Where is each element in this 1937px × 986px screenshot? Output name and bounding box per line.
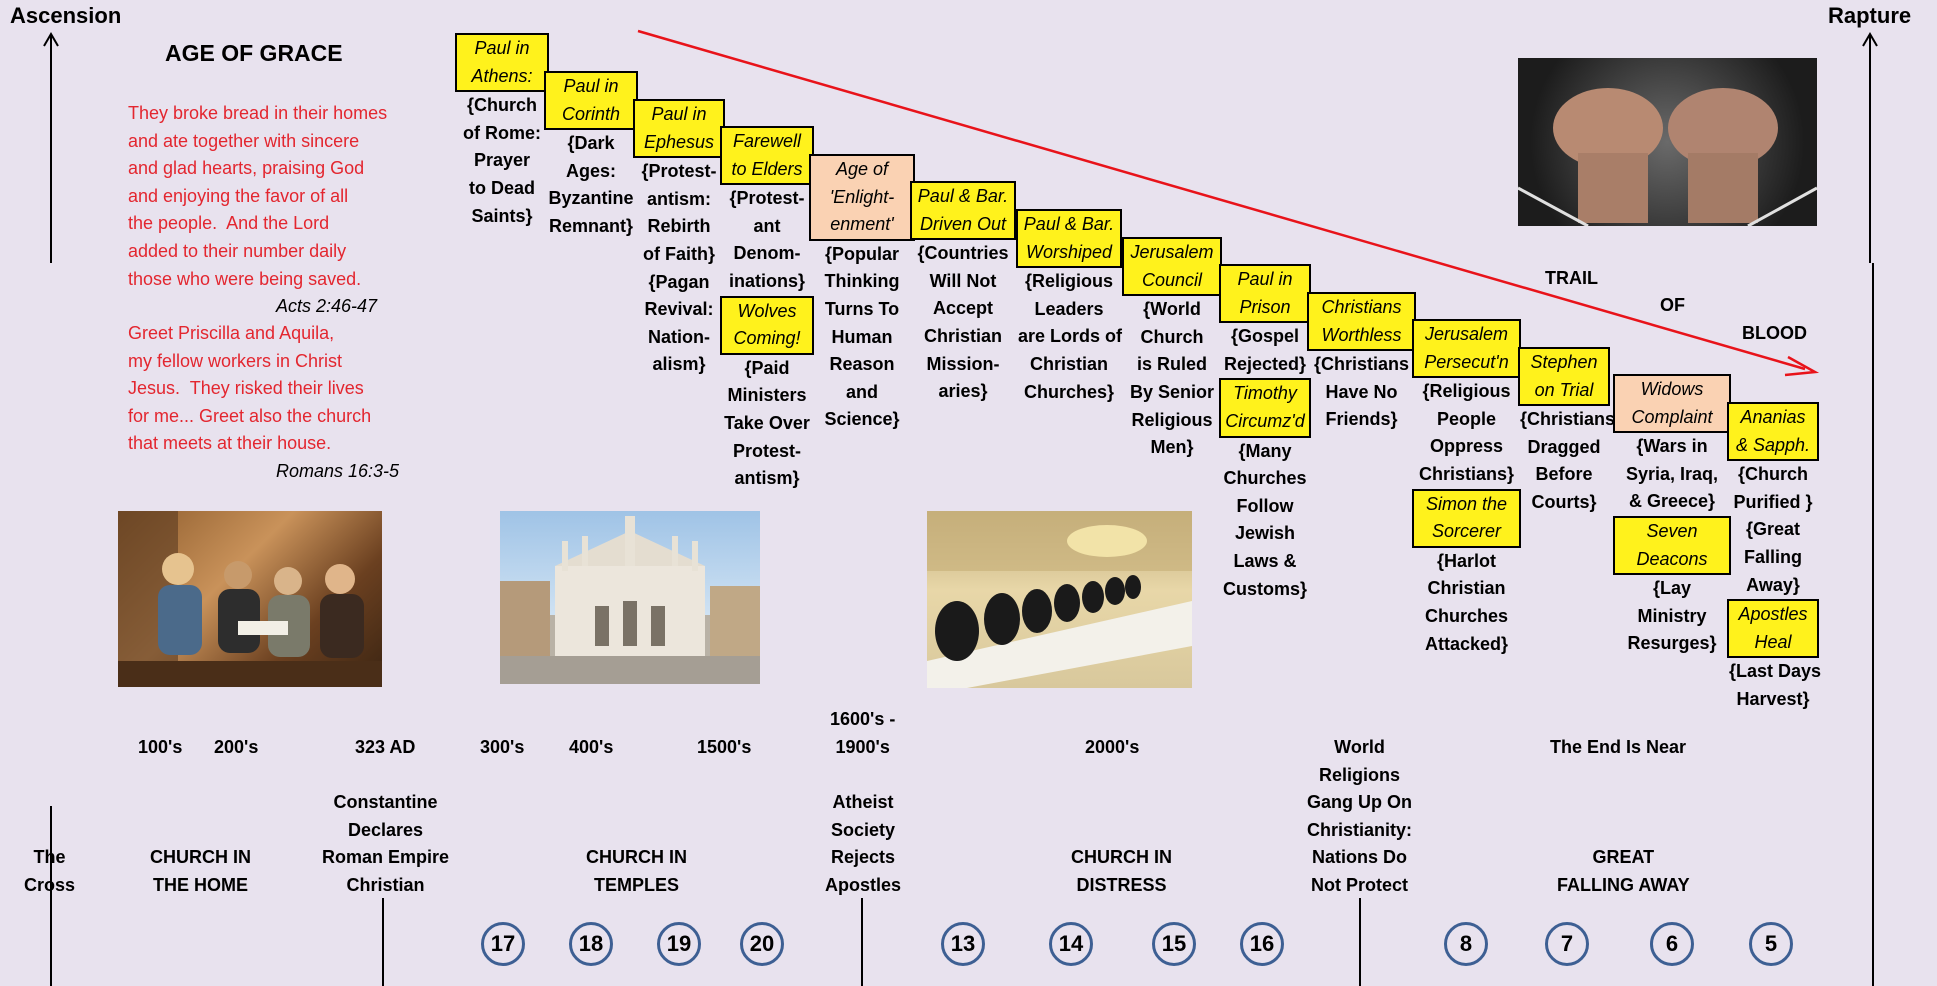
church-leaders-photo [927, 511, 1192, 688]
acts-reference: Acts 2:46-47 [276, 296, 378, 316]
era-column: Paul & Bar. Driven Out{Countries Will No… [910, 181, 1016, 406]
era-description: {Wars in Syria, Iraq, & Greece} [1625, 436, 1719, 512]
romans-reference: Romans 16:3-5 [276, 461, 400, 481]
trail-word-1: TRAIL [1545, 268, 1598, 288]
date-1600s-1900s: 1600's - 1900's [830, 709, 896, 757]
era-description: {Religious People Oppress Christians} [1418, 381, 1515, 484]
era-column: Jerusalem Council{World Church is Ruled … [1122, 237, 1222, 462]
era-description: {Christians Have No Friends} [1313, 354, 1410, 430]
page-title: AGE OF GRACE [165, 40, 343, 66]
trail-word-2: OF [1660, 295, 1685, 315]
era-column: Stephen on Trial{Christians Dragged Befo… [1518, 347, 1616, 517]
date-100s: 100's [138, 737, 183, 757]
event-box: Farewell to Elders [720, 126, 814, 186]
event-box: Paul in Ephesus [633, 99, 725, 159]
world-religions-note: World Religions Gang Up On Christianity:… [1307, 737, 1413, 895]
era-column: Age of 'Enlight- enment'{Popular Thinkin… [809, 154, 915, 434]
era-column: Christians Worthless{Christians Have No … [1307, 292, 1416, 434]
era-column: Widows Complaint{Wars in Syria, Iraq, & … [1613, 374, 1731, 658]
cathedral-photo [500, 511, 760, 684]
acts-verse: They broke bread in their homes and ate … [128, 103, 388, 289]
era-description: {Gospel Rejected} [1223, 326, 1307, 374]
trail-arrowhead [1784, 355, 1820, 377]
era-column: Paul in Athens:{Church of Rome: Prayer t… [455, 33, 549, 230]
event-box: Christians Worthless [1307, 292, 1416, 352]
date-323-ad: 323 AD [355, 737, 416, 757]
event-box: Seven Deacons [1613, 515, 1731, 576]
era-description: {World Church is Ruled By Senior Religio… [1129, 299, 1215, 458]
church-number-17: 17 [481, 922, 525, 966]
era-description: {Church of Rome: Prayer to Dead Saints} [463, 95, 541, 226]
date-200s: 200's [214, 737, 259, 757]
church-number-18: 18 [569, 922, 613, 966]
event-box: Timothy Circumz'd [1219, 378, 1311, 438]
era-church-in-distress: CHURCH IN DISTRESS [1071, 847, 1172, 895]
era-description: {Paid Ministers Take Over Protest- antis… [724, 357, 810, 489]
era-column: Paul in Prison{Gospel Rejected}Timothy C… [1219, 264, 1311, 603]
event-box: Apostles Heal [1727, 599, 1819, 659]
event-box: Paul in Prison [1219, 264, 1311, 324]
era-column: Paul & Bar. Worshiped{Religious Leaders … [1016, 209, 1123, 406]
era-constantine: Constantine Declares Roman Empire Christ… [322, 792, 450, 895]
era-church-in-temples: CHURCH IN TEMPLES [586, 847, 687, 895]
church-number-15: 15 [1152, 922, 1196, 966]
rapture-label: Rapture [1828, 3, 1912, 28]
end-is-near: The End Is Near [1550, 737, 1687, 757]
event-box: Simon the Sorcerer [1412, 488, 1521, 548]
era-description: {Christians Dragged Before Courts} [1520, 409, 1616, 512]
event-box: Widows Complaint [1613, 374, 1731, 434]
date-300s: 300's [480, 737, 525, 757]
church-number-7: 7 [1545, 922, 1589, 966]
trail-word-3: BLOOD [1742, 323, 1807, 343]
date-2000s: 2000's [1085, 737, 1140, 757]
era-description: {Last Days Harvest} [1729, 661, 1822, 709]
church-number-19: 19 [657, 922, 701, 966]
era-column: Paul in Ephesus{Protest- antism: Rebirth… [633, 99, 725, 379]
event-box: Jerusalem Persecut'n [1412, 319, 1521, 379]
era-great-falling-away: GREAT FALLING AWAY [1557, 847, 1690, 895]
church-number-6: 6 [1650, 922, 1694, 966]
era-the-cross: The Cross [24, 847, 76, 895]
event-box: Ananias & Sapph. [1727, 402, 1819, 462]
era-description: {Religious Leaders are Lords of Christia… [1018, 271, 1123, 402]
church-number-16: 16 [1240, 922, 1284, 966]
era-description: {Protest- antism: Rebirth of Faith} {Pag… [641, 161, 717, 375]
era-description: {Dark Ages: Byzantine Remnant} [548, 133, 634, 236]
era-column: Paul in Corinth{Dark Ages: Byzantine Rem… [544, 71, 638, 241]
date-1500s: 1500's [697, 737, 752, 757]
date-400s: 400's [569, 737, 614, 757]
era-description: {Lay Ministry Resurges} [1627, 578, 1717, 654]
event-box: Paul & Bar. Driven Out [910, 181, 1016, 241]
event-box: Age of 'Enlight- enment' [809, 154, 915, 241]
church-number-13: 13 [941, 922, 985, 966]
era-description: {Harlot Christian Churches Attacked} [1424, 550, 1509, 654]
era-description: {Popular Thinking Turns To Human Reason … [824, 243, 900, 430]
church-number-8: 8 [1444, 922, 1488, 966]
era-column: Jerusalem Persecut'n{Religious People Op… [1412, 319, 1521, 658]
church-number-14: 14 [1049, 922, 1093, 966]
bound-hands-photo [1518, 58, 1817, 226]
ascension-label: Ascension [10, 3, 122, 28]
event-box: Paul in Athens: [455, 33, 549, 93]
era-description: {Church Purified } {Great Falling Away} [1733, 464, 1813, 595]
romans-verse: Greet Priscilla and Aquila, my fellow wo… [128, 323, 372, 454]
event-box: Paul & Bar. Worshiped [1016, 209, 1122, 269]
home-church-photo [118, 511, 382, 687]
era-description: {Many Churches Follow Jewish Laws & Cust… [1222, 440, 1307, 599]
era-column: Ananias & Sapph.{Church Purified } {Grea… [1727, 402, 1822, 714]
event-box: Jerusalem Council [1122, 237, 1222, 297]
event-box: Stephen on Trial [1518, 347, 1610, 407]
event-box: Wolves Coming! [720, 295, 814, 355]
church-number-5: 5 [1749, 922, 1793, 966]
era-atheist-society: Atheist Society Rejects Apostles [825, 792, 902, 895]
era-description: {Protest- ant Denom- inations} [728, 188, 805, 291]
era-column: Farewell to Elders{Protest- ant Denom- i… [720, 126, 814, 493]
era-description: {Countries Will Not Accept Christian Mis… [917, 243, 1009, 402]
era-church-in-home: CHURCH IN THE HOME [150, 847, 251, 895]
church-number-20: 20 [740, 922, 784, 966]
trail-arrow-line [637, 29, 1806, 371]
event-box: Paul in Corinth [544, 71, 638, 131]
